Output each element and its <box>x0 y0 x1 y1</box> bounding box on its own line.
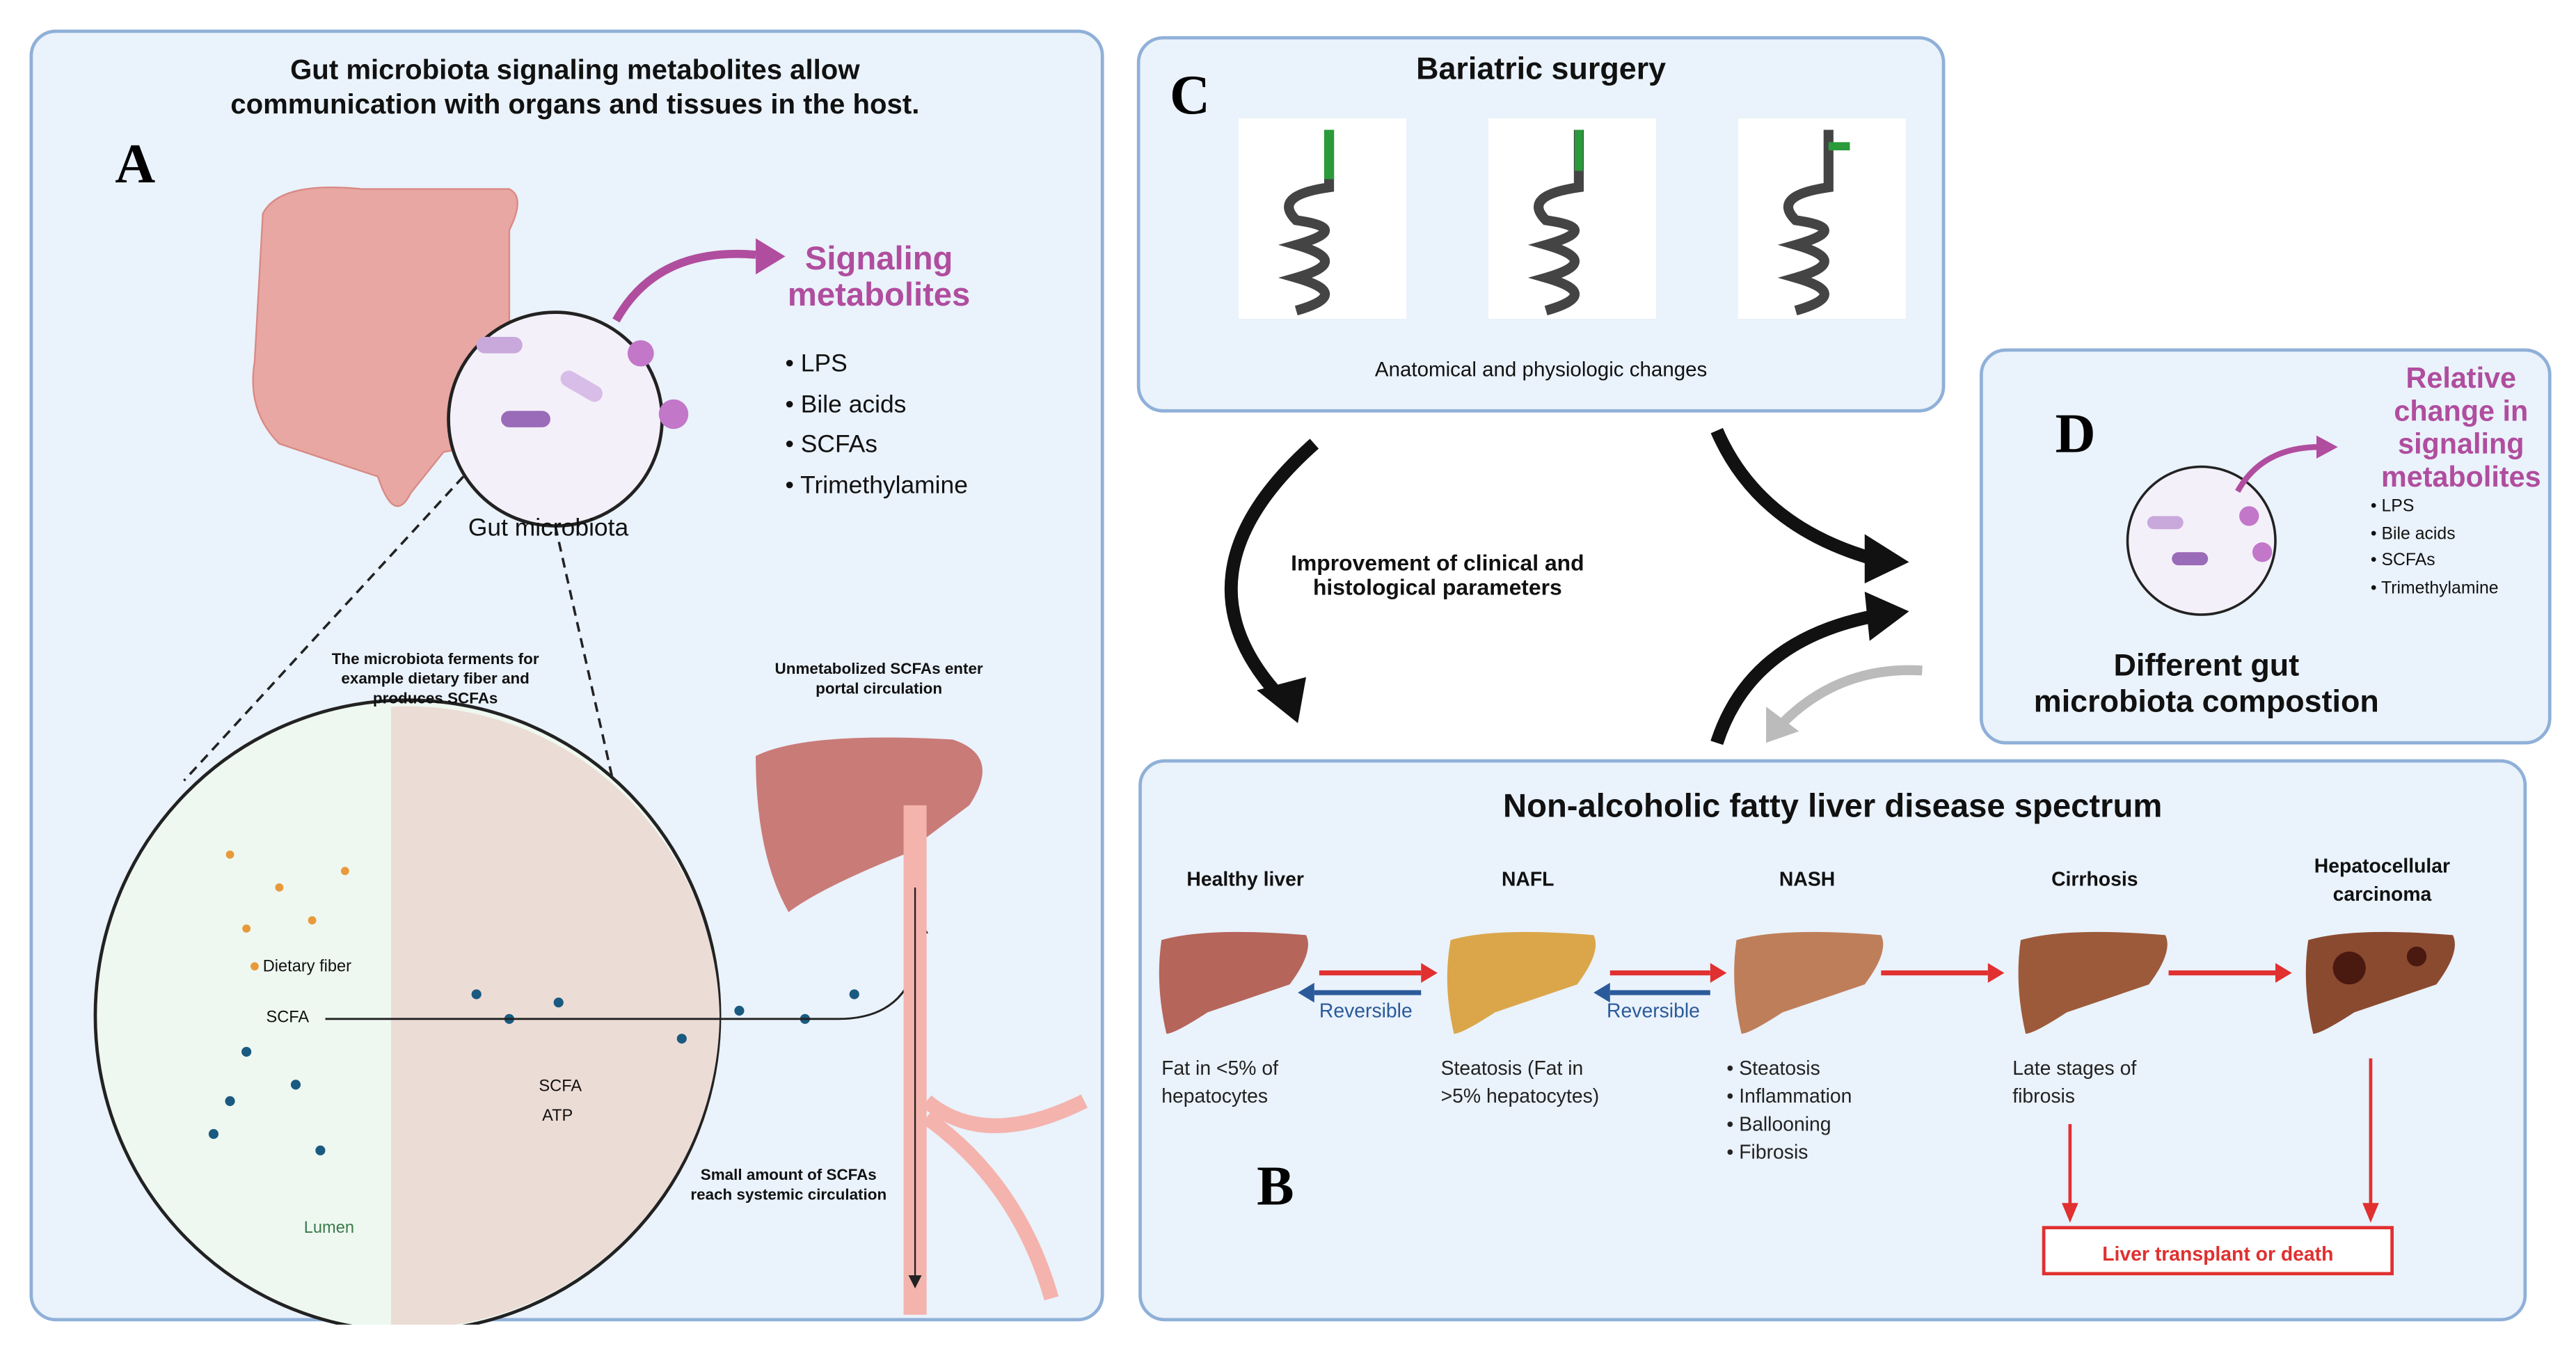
metabolite-item: SCFAs <box>2371 547 2499 574</box>
stage-label-hcc: Hepatocellular carcinoma <box>2314 854 2451 906</box>
feedback-arrow <box>1779 665 1923 727</box>
metabolite-item: Trimethylamine <box>786 466 968 506</box>
caption-line: Small amount of SCFAs <box>700 1167 877 1185</box>
caption-line: Unmetabolized SCFAs enter <box>774 661 983 679</box>
metabolite-item: Bile acids <box>2371 520 2499 547</box>
liver-nash-icon <box>1734 931 1884 1034</box>
dietary-fiber-label: Dietary fiber <box>262 958 352 977</box>
liver-hcc-icon <box>2305 931 2455 1034</box>
title-line: metabolites <box>2380 460 2541 494</box>
microbiota-composition-caption: Different gut microbiota compostion <box>1983 649 2430 722</box>
ferment-caption: The microbiota ferments for example diet… <box>296 651 575 710</box>
panel-letter-c: C <box>1170 65 1211 127</box>
caption-line: produces SCFAs <box>372 690 498 709</box>
desc-line: >5% hepatocytes) <box>1440 1084 1600 1108</box>
desc-line: Late stages of <box>2012 1057 2137 1080</box>
panel-letter-b: B <box>1257 1157 1294 1218</box>
microbiota-circle <box>2126 465 2277 616</box>
panel-letter-a: A <box>115 134 156 196</box>
signaling-metabolites-title: Signaling metabolites <box>780 242 977 314</box>
title-line: communication with organs and tissues in… <box>230 88 920 120</box>
gut-illustration <box>93 187 1088 1325</box>
title-line: signaling <box>2398 427 2525 461</box>
desc-line: Ballooning <box>1726 1111 1852 1139</box>
desc-line: fibrosis <box>2012 1084 2075 1108</box>
systemic-caption: Small amount of SCFAs reach systemic cir… <box>665 1167 912 1206</box>
surgery-illustrations <box>1239 118 1906 320</box>
liver-nafl-icon <box>1447 931 1596 1034</box>
desc-line: Fat in <5% of <box>1161 1057 1278 1080</box>
reversible-label-1: Reversible <box>1319 999 1413 1023</box>
metabolite-item: Bile acids <box>786 386 968 426</box>
surgery-caption: Anatomical and physiologic changes <box>1374 358 1708 381</box>
title-line: change in <box>2394 394 2529 427</box>
caption-line: histological parameters <box>1312 575 1562 600</box>
panel-letter-d: D <box>2055 404 2096 466</box>
caption-line: Different gut <box>2113 649 2300 684</box>
panel-a-title: Gut microbiota signaling metabolites all… <box>132 53 1019 122</box>
title-line: Signaling <box>804 242 953 278</box>
title-line: Relative <box>2406 361 2517 395</box>
improvement-arrow <box>1224 439 1319 703</box>
caption-line: Improvement of clinical and <box>1291 550 1584 576</box>
caption-line: reach systemic circulation <box>690 1186 887 1205</box>
desc-line: Steatosis (Fat in <box>1440 1057 1584 1080</box>
panel-c: Bariatric surgery C Anatomical and physi… <box>1136 36 1946 413</box>
stage-desc-healthy: Fat in <5% of hepatocytes <box>1161 1055 1278 1111</box>
nafld-title: Non-alcoholic fatty liver disease spectr… <box>1503 789 2163 826</box>
portal-caption: Unmetabolized SCFAs enter portal circula… <box>756 661 1002 700</box>
reversible-label-2: Reversible <box>1607 999 1700 1023</box>
panel-b: Non-alcoholic fatty liver disease spectr… <box>1138 759 2527 1322</box>
stage-desc-nafl: Steatosis (Fat in >5% hepatocytes) <box>1441 1055 1600 1111</box>
scfa-label: SCFA <box>266 1009 310 1027</box>
relative-change-title: Relative change in signaling metabolites <box>2369 361 2553 493</box>
caption-line: portal circulation <box>816 680 943 699</box>
liver-cirrhosis-icon <box>2018 931 2168 1034</box>
stage-label-nafl: NAFL <box>1501 867 1555 891</box>
microbiota-illustration <box>2126 435 2338 616</box>
caption-line: example dietary fiber and <box>341 670 530 689</box>
metabolite-item: Trimethylamine <box>2371 574 2499 601</box>
stage-label-healthy: Healthy liver <box>1186 867 1304 891</box>
desc-line: Inflammation <box>1726 1083 1852 1111</box>
metabolite-list: LPS Bile acids SCFAs Trimethylamine <box>2371 493 2499 601</box>
liver-icon <box>756 737 983 913</box>
signal-arrow <box>612 249 756 323</box>
panel-d: D Relative change in signaling metabolit… <box>1980 348 2553 745</box>
desc-line: hepatocytes <box>1161 1084 1269 1108</box>
desc-line: Fibrosis <box>1726 1139 1852 1167</box>
metabolite-list: LPS Bile acids SCFAs Trimethylamine <box>786 345 968 506</box>
stage-desc-nash: Steatosis Inflammation Ballooning Fibros… <box>1726 1055 1852 1167</box>
title-line: Gut microbiota signaling metabolites all… <box>290 54 860 86</box>
title-line: metabolites <box>787 278 971 314</box>
improvement-caption: Improvement of clinical and histological… <box>1265 551 1610 600</box>
bariatric-title: Bariatric surgery <box>1416 52 1667 88</box>
desc-line: Steatosis <box>1726 1055 1852 1083</box>
scfa-label-cell: SCFA <box>539 1078 582 1096</box>
liver-to-microbiota-arrow <box>1710 610 1875 746</box>
metabolite-item: LPS <box>786 345 968 386</box>
stage-desc-cirrhosis: Late stages of fibrosis <box>2012 1055 2136 1111</box>
panel-a: Gut microbiota signaling metabolites all… <box>29 29 1104 1325</box>
caption-line: microbiota compostion <box>2033 685 2379 720</box>
lumen-label: Lumen <box>303 1219 354 1238</box>
outcome-box: Liver transplant or death <box>2042 1226 2394 1276</box>
liver-spectrum <box>1159 931 2455 1223</box>
stage-label-cirrhosis: Cirrhosis <box>2051 867 2138 891</box>
metabolite-item: LPS <box>2371 493 2499 520</box>
liver-healthy-icon <box>1159 931 1308 1034</box>
gut-microbiota-label: Gut microbiota <box>468 514 629 543</box>
caption-line: The microbiota ferments for <box>331 650 539 669</box>
stage-label-nash: NASH <box>1779 867 1836 891</box>
metabolite-item: SCFAs <box>786 425 968 466</box>
to-microbiota-arrow <box>1710 427 1875 565</box>
atp-label: ATP <box>542 1107 573 1126</box>
